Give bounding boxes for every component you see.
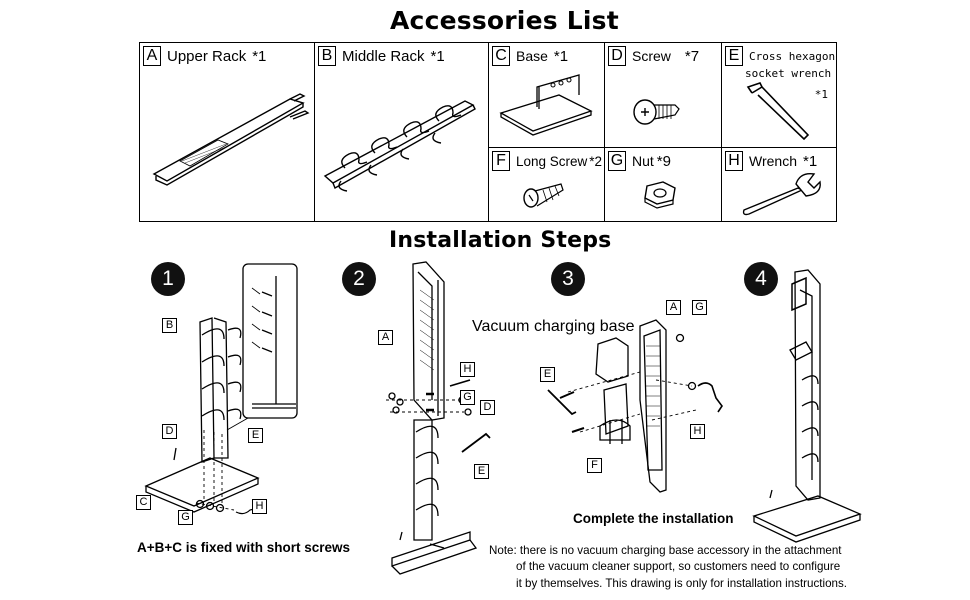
item-qty: *1 <box>430 47 445 65</box>
label-h-step2: H <box>460 362 475 377</box>
label-a-step2: A <box>378 330 393 345</box>
item-name: Middle Rack <box>342 47 425 65</box>
label-g-step2: G <box>460 390 475 405</box>
label-e-step2: E <box>474 464 489 479</box>
item-qty: *9 <box>656 152 671 170</box>
item-name: socket wrench <box>745 67 832 80</box>
label-e-step1: E <box>248 428 263 443</box>
step-2-drawing <box>386 261 491 575</box>
label-g-step1: G <box>178 510 193 525</box>
item-name: Base <box>516 48 548 64</box>
caption-step1: A+B+C is fixed with short screws <box>137 540 351 555</box>
accessory-g-cell: G Nut*9 <box>604 147 722 222</box>
label-h-step3: H <box>690 424 705 439</box>
accessory-f-cell: F Long Screw*2 <box>488 147 605 222</box>
label-b-step1: B <box>162 318 177 333</box>
item-qty: *2 <box>589 153 603 169</box>
letter-badge: D <box>608 46 626 66</box>
step-2-badge: 2 <box>342 262 376 296</box>
label-c-step1: C <box>136 495 151 510</box>
step-3-drawing <box>547 319 723 493</box>
letter-badge: B <box>318 46 336 66</box>
letter-badge: E <box>725 46 743 66</box>
middle-rack-drawing <box>323 100 476 192</box>
accessory-c-cell: C Base *1 <box>488 42 605 148</box>
label-d-step2: D <box>480 400 495 415</box>
step-4-drawing <box>752 269 862 543</box>
upper-rack-drawing <box>152 93 310 186</box>
item-qty: *1 <box>553 47 569 65</box>
installation-title: Installation Steps <box>389 228 612 253</box>
letter-badge: G <box>608 151 626 171</box>
label-f-step3: F <box>587 458 602 473</box>
item-name: Cross hexagon <box>749 49 836 63</box>
item-qty: *1 <box>252 47 267 65</box>
step-1-badge: 1 <box>151 262 185 296</box>
label-e-step3: E <box>540 367 555 382</box>
step-4-badge: 4 <box>744 262 778 296</box>
step-3-badge: 3 <box>551 262 585 296</box>
item-name: Screw <box>632 48 671 64</box>
wrench-drawing <box>742 173 821 216</box>
accessory-a-cell: A Upper Rack *1 <box>139 42 315 222</box>
item-name: Long Screw <box>516 153 588 169</box>
accessory-h-cell: H Wrench *1 <box>721 147 837 222</box>
caption-complete: Complete the installation <box>573 511 734 526</box>
vacuum-charging-base-label: Vacuum charging base <box>472 318 635 335</box>
letter-badge: A <box>143 46 161 66</box>
note-line-3: it by themselves. This drawing is only f… <box>516 577 847 590</box>
accessory-d-cell: D Screw *7 <box>604 42 722 148</box>
step-1-drawing <box>144 263 298 515</box>
letter-badge: H <box>725 151 743 171</box>
base-drawing <box>499 74 593 136</box>
note-line-1: Note: there is no vacuum charging base a… <box>489 544 842 557</box>
letter-badge: F <box>492 151 510 171</box>
label-a-step3: A <box>666 300 681 315</box>
item-qty: *7 <box>684 47 700 65</box>
letter-badge: C <box>492 46 510 66</box>
screw-drawing <box>633 99 680 125</box>
label-h-step1: H <box>252 499 267 514</box>
note-line-2: of the vacuum cleaner support, so custom… <box>516 560 841 573</box>
accessories-title: Accessories List <box>390 6 619 35</box>
item-name: Upper Rack <box>167 47 247 65</box>
label-d-step1: D <box>162 424 177 439</box>
label-g-step3: G <box>692 300 707 315</box>
accessories-table: A Upper Rack *1 B Middle Rack *1 <box>139 42 837 222</box>
item-qty: *1 <box>814 88 828 101</box>
accessory-e-cell: E Cross hexagon socket wrench *1 <box>721 42 837 148</box>
item-name: Nut <box>632 153 654 169</box>
hex-wrench-drawing <box>746 82 810 141</box>
item-qty: *1 <box>802 152 818 170</box>
nut-drawing <box>644 181 676 209</box>
item-name: Wrench <box>749 153 797 169</box>
long-screw-drawing <box>523 183 564 208</box>
